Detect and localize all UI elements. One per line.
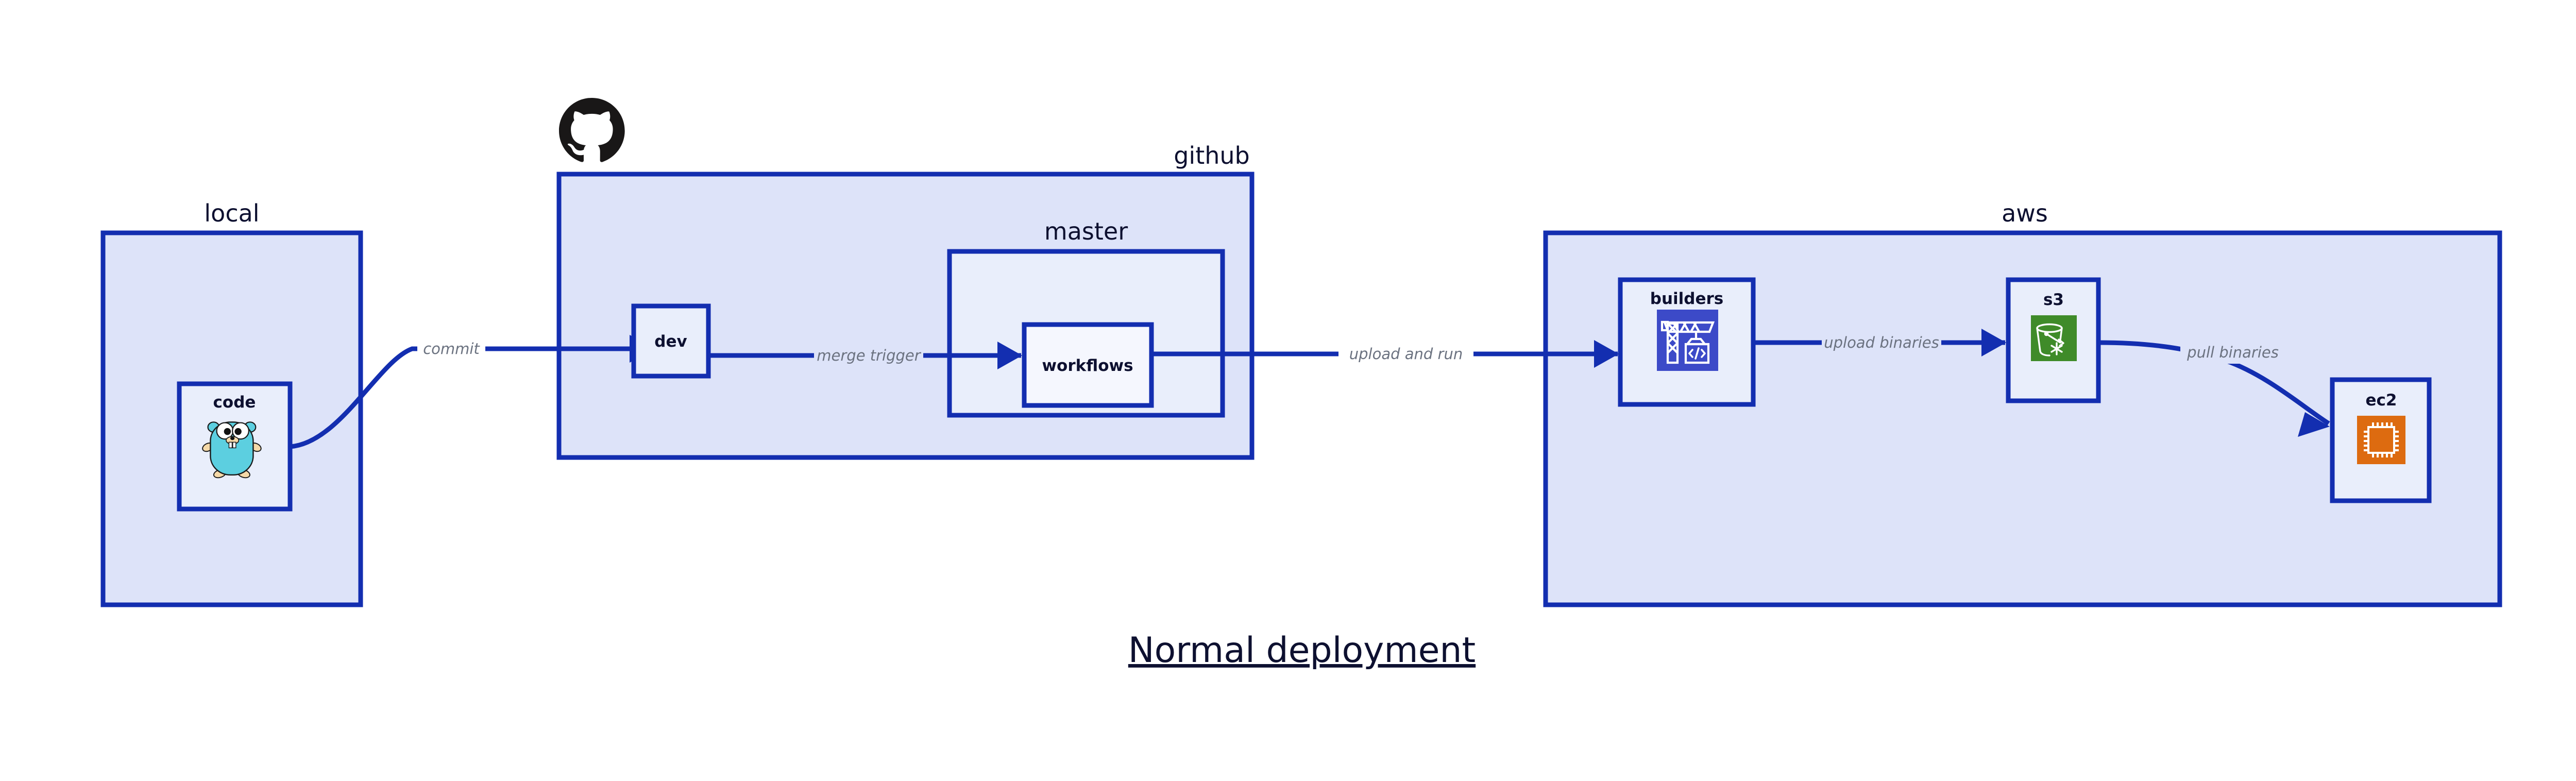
edge-commit-label-bg	[417, 337, 485, 360]
page-title: Normal deployment	[1128, 630, 1476, 671]
node-workflows[interactable]: workflows	[1022, 322, 1154, 408]
node-s3[interactable]: s3	[2006, 277, 2101, 403]
edge-upload-binaries: upload binaries	[1753, 329, 2006, 356]
edge-upload-binaries-label-bg	[1822, 331, 1941, 354]
group-aws-label: aws	[2002, 199, 2048, 227]
edge-upload-binaries-label: upload binaries	[1824, 334, 1939, 351]
edge-pull-binaries: pull binaries	[2098, 340, 2330, 437]
edge-merge-trigger: merge trigger	[708, 342, 1022, 369]
aws-ec2-icon	[2357, 416, 2405, 464]
group-local-label: local	[204, 199, 259, 227]
group-master-label: master	[1044, 217, 1128, 245]
edge-merge-trigger-arrowhead	[997, 342, 1022, 369]
node-builders-label: builders	[1650, 290, 1723, 308]
aws-s3-icon	[2031, 315, 2077, 361]
node-dev[interactable]: dev	[631, 303, 711, 379]
edge-merge-trigger-label-bg	[814, 344, 923, 367]
node-dev-label: dev	[654, 332, 687, 351]
edge-commit-label: commit	[423, 340, 480, 358]
node-ec2[interactable]: ec2	[2330, 377, 2432, 503]
edge-upload-and-run-arrowhead	[1594, 340, 1619, 368]
edge-upload-binaries-arrowhead	[1981, 329, 2006, 356]
node-code-label: code	[213, 393, 256, 412]
node-s3-label: s3	[2043, 291, 2064, 309]
edge-pull-binaries-label-bg	[2180, 341, 2286, 364]
edge-merge-trigger-label: merge trigger	[817, 347, 921, 364]
edge-upload-and-run: upload and run	[1151, 340, 1619, 368]
node-workflows-box[interactable]	[1022, 322, 1154, 408]
group-github-label: github	[1174, 142, 1250, 169]
edge-pull-binaries-arrowhead	[2298, 412, 2330, 437]
go-gopher-icon	[202, 421, 262, 479]
edge-pull-binaries-label: pull binaries	[2187, 344, 2279, 361]
github-octocat-icon	[559, 98, 625, 162]
node-builders[interactable]: builders	[1618, 277, 1756, 407]
edge-upload-and-run-label: upload and run	[1349, 345, 1463, 363]
edge-commit-line	[290, 346, 630, 449]
aws-codebuild-icon	[1657, 310, 1718, 371]
node-workflows-label: workflows	[1042, 356, 1133, 375]
node-dev-box[interactable]	[631, 303, 711, 379]
node-ec2-label: ec2	[2366, 391, 2397, 410]
edge-upload-and-run-label-bg	[1338, 343, 1473, 365]
node-code[interactable]: code	[177, 381, 293, 512]
